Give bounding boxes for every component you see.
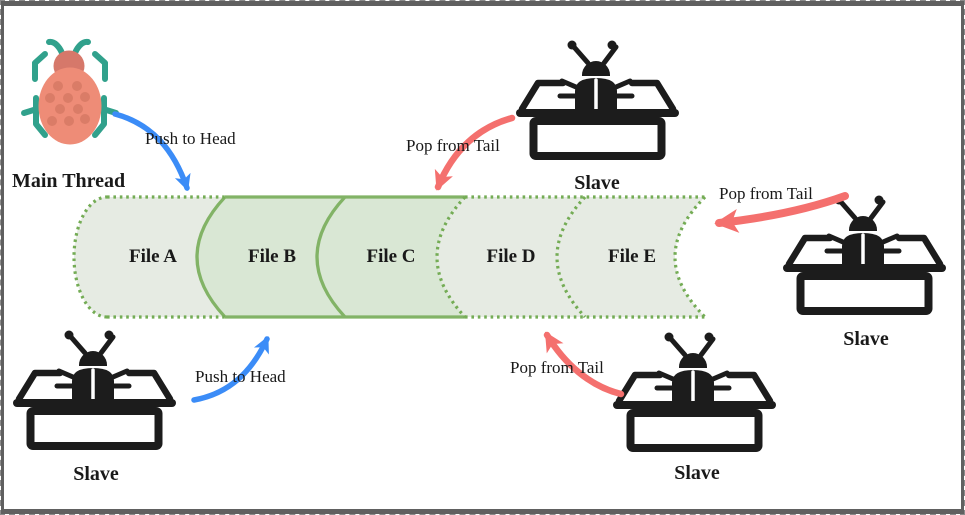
deque-dotted-border [72, 195, 707, 319]
pop-from-tail-bottom-label: Pop from Tail [510, 358, 604, 377]
main-thread-label: Main Thread [12, 170, 126, 192]
pop-from-tail-right-label: Pop from Tail [719, 184, 813, 203]
deque-shape [72, 195, 707, 319]
deque-segment-file-e [557, 197, 705, 317]
deque-segment-file-b [197, 197, 345, 317]
push-to-head-top-arrow [112, 111, 191, 192]
slave-right-icon [787, 196, 942, 312]
push-to-head-top-label: Push to Head [145, 129, 236, 148]
pop-from-tail-top-arrow [434, 114, 516, 191]
slave-bottom-middle-icon [617, 333, 772, 449]
deque-segment-file-a [74, 197, 225, 317]
pop-from-tail-top-label: Pop from Tail [406, 136, 500, 155]
slave-bottom-left-icon [17, 331, 172, 447]
deque-segment-file-d [437, 197, 585, 317]
main-thread-bug-icon [21, 38, 119, 145]
file-a-label: File A [128, 246, 178, 267]
file-e-label: File E [607, 246, 657, 267]
pop-from-tail-right-arrow [714, 192, 849, 233]
pop-from-tail-bottom-arrow [543, 331, 625, 398]
slave-top-icon [520, 41, 675, 157]
push-to-head-bottom-label: Push to Head [195, 367, 286, 386]
deque-solid-border [195, 195, 465, 319]
slave-right-label: Slave [843, 328, 889, 350]
file-c-label: File C [366, 246, 416, 267]
slave-top-label: Slave [574, 172, 620, 194]
push-to-head-bottom-arrow [191, 336, 270, 403]
bug-spots [45, 81, 90, 126]
file-d-label: File D [486, 246, 536, 267]
file-b-label: File B [247, 246, 297, 267]
slave-bottom-middle-label: Slave [674, 462, 720, 484]
deque-segment-file-c [317, 197, 465, 317]
slave-bottom-left-label: Slave [73, 463, 119, 485]
